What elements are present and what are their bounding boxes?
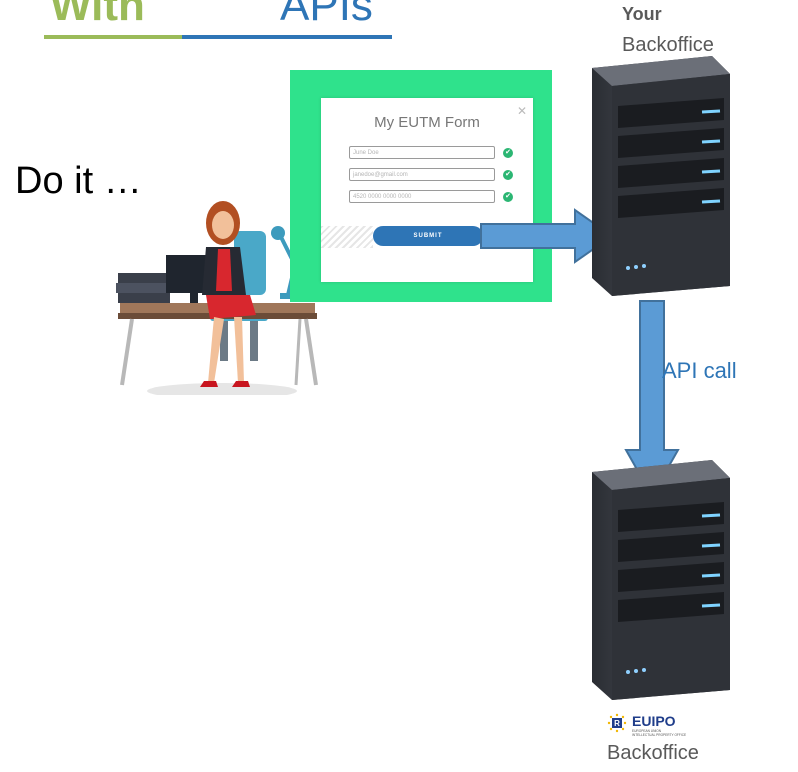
title-apis: APIs <box>280 0 373 30</box>
title-underline-green <box>44 35 182 39</box>
your-backoffice-server <box>592 56 730 296</box>
check-icon: ✔ <box>503 148 513 158</box>
svg-text:EUIPO: EUIPO <box>632 713 676 729</box>
svg-text:INTELLECTUAL PROPERTY OFFICE: INTELLECTUAL PROPERTY OFFICE <box>632 733 686 737</box>
close-icon[interactable]: ✕ <box>517 104 528 118</box>
woman-at-desk-illustration <box>116 201 318 395</box>
title-underline-blue <box>182 35 392 39</box>
svg-text:EUROPEAN UNION: EUROPEAN UNION <box>632 729 662 733</box>
your-backoffice-label: Backoffice <box>622 34 714 56</box>
form-title: My EUTM Form <box>374 114 480 131</box>
email-field[interactable]: janedoe@gmail.com <box>349 168 495 181</box>
euipo-backoffice-label: Backoffice <box>607 742 699 764</box>
svg-text:R: R <box>614 719 620 728</box>
submit-button[interactable]: SUBMIT <box>373 226 483 246</box>
card-number-field[interactable]: 4520 0000 0000 0000 <box>349 190 495 203</box>
check-icon: ✔ <box>503 170 513 180</box>
api-call-label: API call <box>662 358 737 383</box>
your-label: Your <box>622 4 662 24</box>
check-icon: ✔ <box>503 192 513 202</box>
eutm-form: ✕ My EUTM Form June Doe ✔ janedoe@gmail.… <box>321 98 533 282</box>
euipo-logo: R EUIPO EUROPEAN UNION INTELLECTUAL PROP… <box>607 713 686 737</box>
name-field[interactable]: June Doe <box>349 146 495 159</box>
euipo-backoffice-server <box>592 460 730 700</box>
hatch-decoration <box>321 226 373 248</box>
do-it-text: Do it … <box>15 160 142 202</box>
title-with: With <box>50 0 145 30</box>
